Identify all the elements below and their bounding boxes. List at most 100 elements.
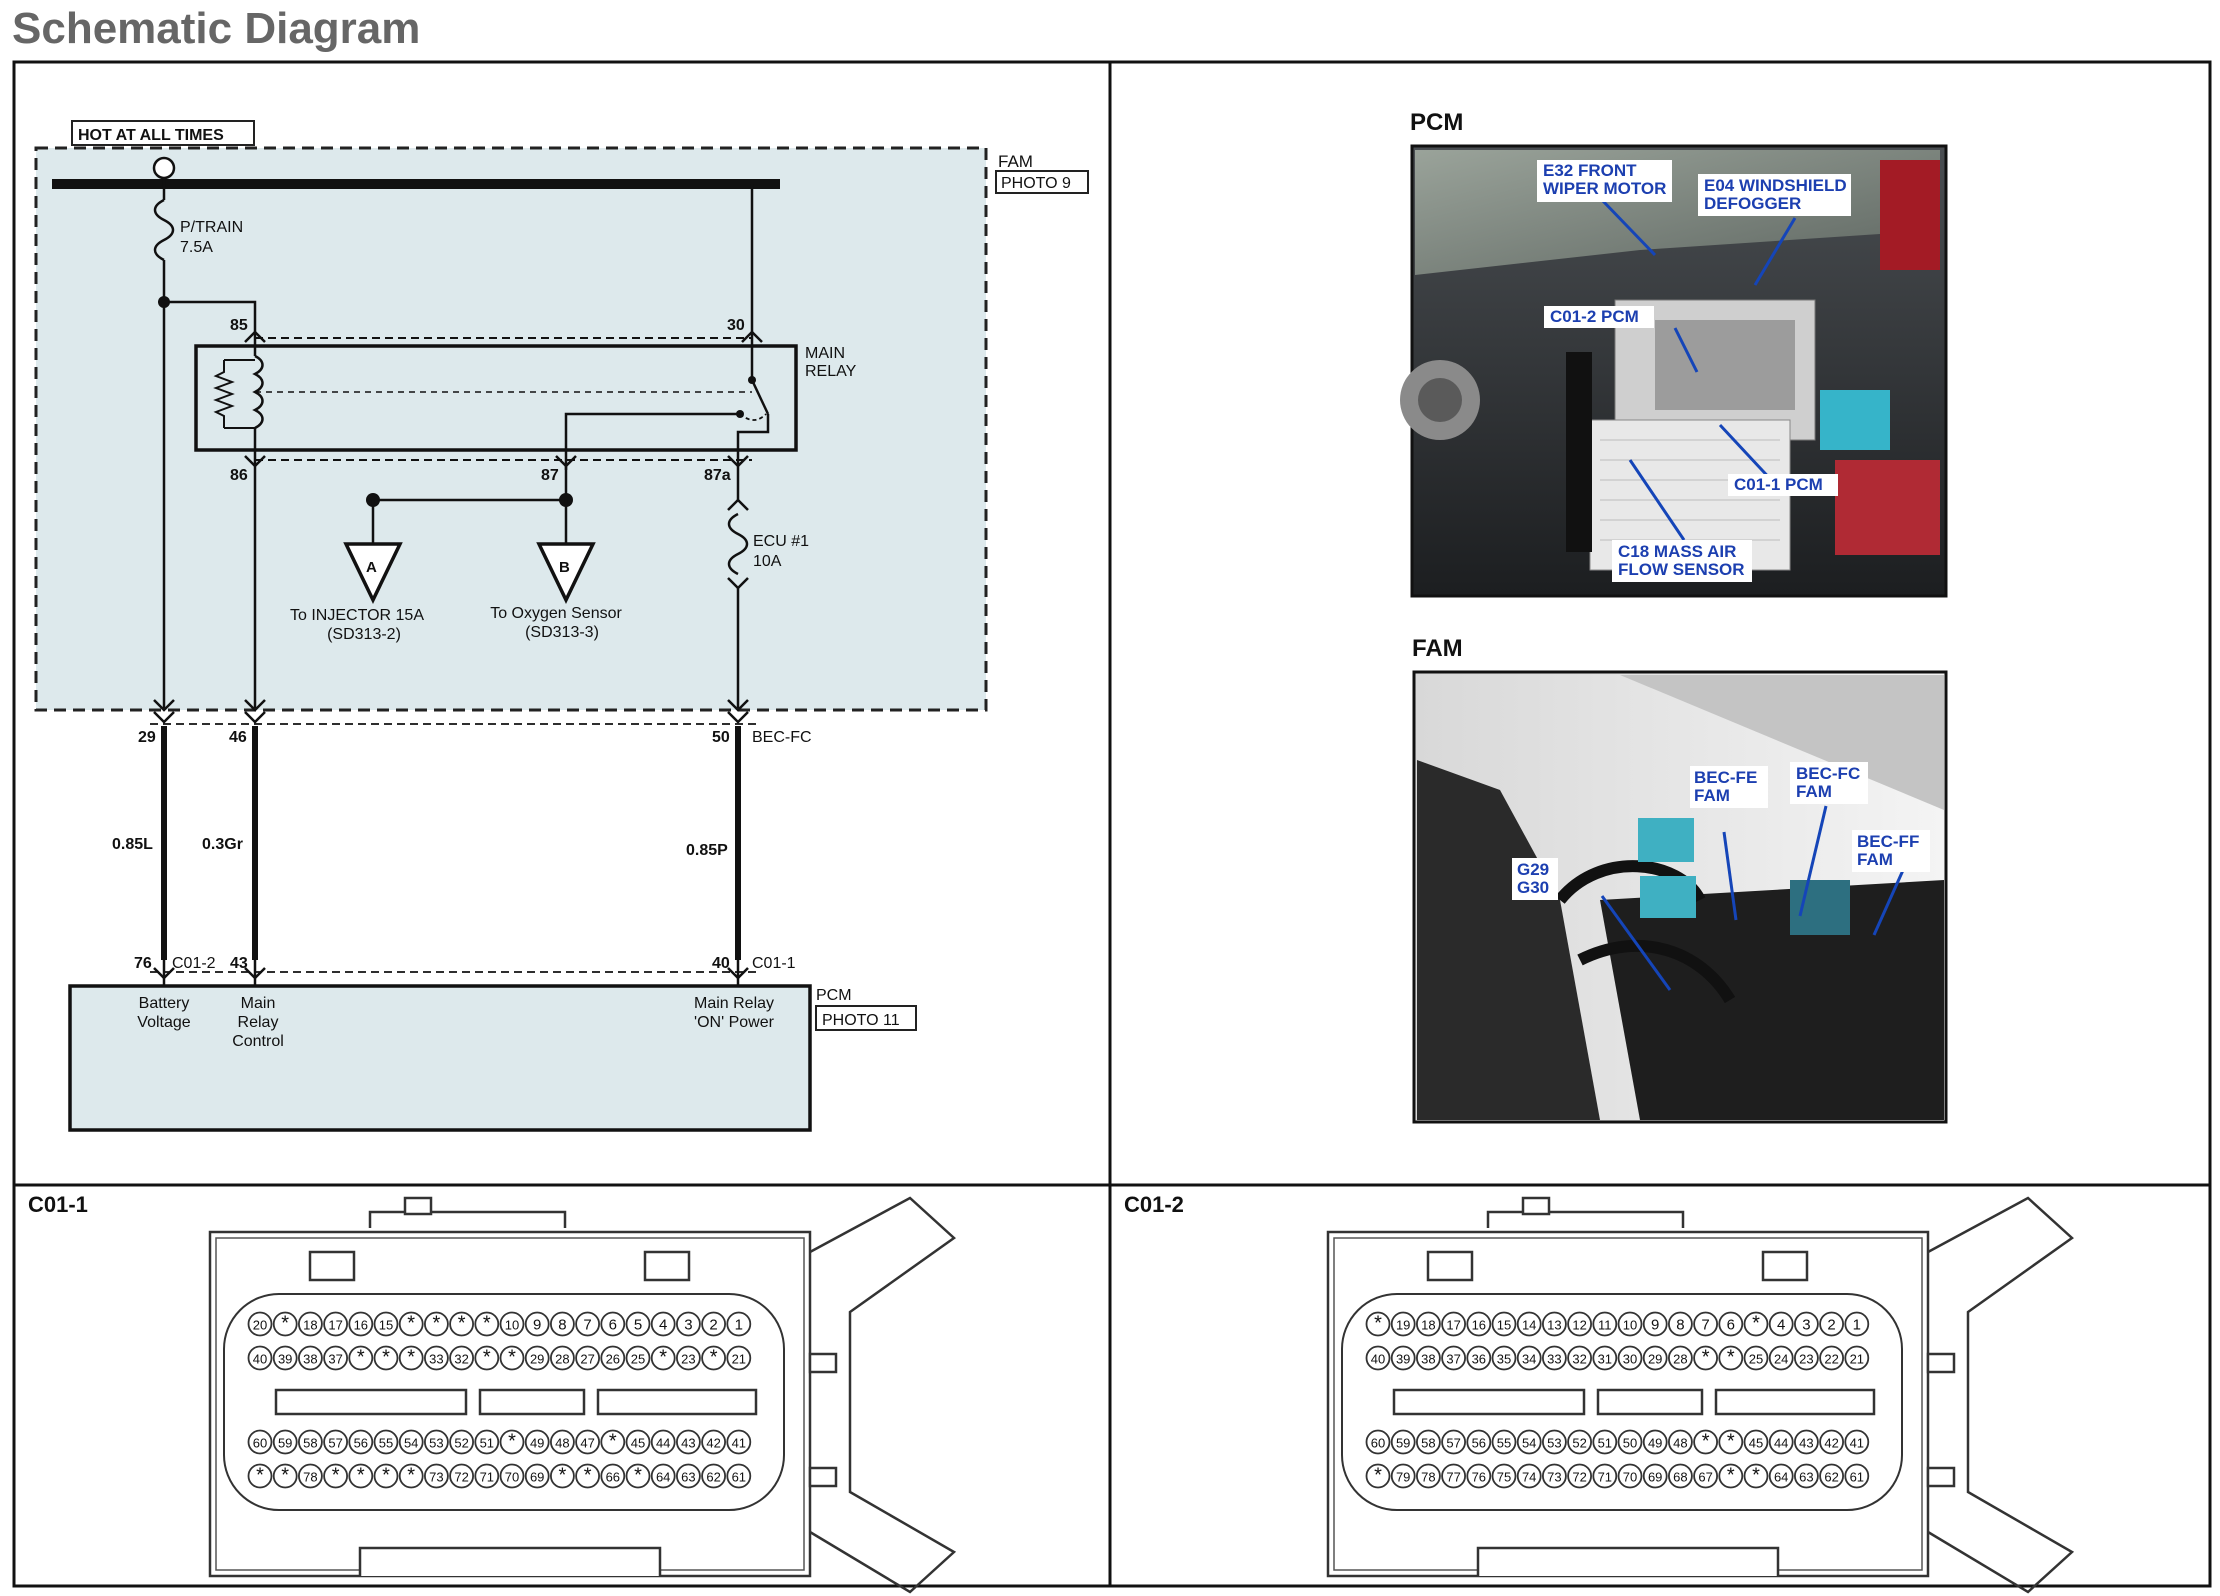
wire-1-label: 0.85L <box>112 836 153 853</box>
main-relay-box <box>194 344 798 452</box>
connector-pin <box>1365 1311 1391 1337</box>
connector-pin-label: 53 <box>429 1436 443 1451</box>
connector-pin <box>701 1429 726 1455</box>
connector-pin-label: * <box>1374 1465 1382 1487</box>
connector-pin <box>1819 1345 1844 1371</box>
connector-pin-label: 41 <box>1850 1436 1864 1451</box>
connector-pin-label: 36 <box>1472 1352 1486 1367</box>
connector-pin <box>575 1311 600 1337</box>
connector-pin <box>550 1429 575 1455</box>
connector-pin <box>1743 1463 1769 1489</box>
connector-pin-label: 32 <box>1572 1352 1586 1367</box>
connector-pin <box>524 1345 550 1371</box>
connector-pin-label: 71 <box>480 1470 494 1485</box>
connector-pin <box>1642 1311 1668 1337</box>
connector-pin-label: 56 <box>1472 1436 1486 1451</box>
connector-pin <box>272 1429 298 1455</box>
connector-pin <box>1844 1311 1870 1337</box>
connector-pin <box>676 1311 701 1337</box>
connector-pin-label: 34 <box>1522 1352 1536 1367</box>
connector-pin-label: 48 <box>555 1436 569 1451</box>
connector-pin-label: 52 <box>1572 1436 1586 1451</box>
connector-pin-label: 41 <box>732 1436 746 1451</box>
fam-box <box>34 146 988 712</box>
connector-pin <box>1642 1463 1668 1489</box>
connector-pin-label: * <box>584 1465 592 1487</box>
connector-pin-label: 37 <box>1446 1352 1460 1367</box>
connector-pin <box>474 1429 500 1455</box>
connector-pin <box>1491 1311 1517 1337</box>
connector-pin-label: 40 <box>1371 1352 1385 1367</box>
connector-pin <box>1718 1463 1744 1489</box>
connector-pin-label: * <box>256 1465 264 1487</box>
connector-pin <box>1794 1345 1819 1371</box>
offpage-b-letter: B <box>559 559 570 576</box>
connector-pin-label: 61 <box>732 1470 746 1485</box>
connector-pin <box>726 1429 752 1455</box>
connector-pin-label: 26 <box>606 1352 620 1367</box>
connector-pin <box>398 1345 424 1371</box>
connector-pin-label: 8 <box>1676 1317 1684 1334</box>
connector-pin <box>600 1345 626 1371</box>
schematic: HOT AT ALL TIMES FAM PHOTO 9 P/TRAIN 7.5… <box>34 120 1089 1132</box>
connector-pin-label: 21 <box>1850 1352 1864 1367</box>
callout-becfe-line1: BEC-FE <box>1694 768 1757 787</box>
connector-pin-label: * <box>710 1347 718 1369</box>
connector-pin-label: 49 <box>1648 1436 1662 1451</box>
offpage-b-line1: To Oxygen Sensor <box>490 605 622 622</box>
relay-pin-86: 86 <box>230 467 248 484</box>
connector-pin-label: * <box>483 1313 491 1335</box>
connector-pin <box>1390 1311 1416 1337</box>
connector-pin <box>1491 1345 1517 1371</box>
connector-pin <box>1668 1429 1693 1455</box>
connector-pin <box>1516 1311 1542 1337</box>
connector-pin-label: 31 <box>1598 1352 1612 1367</box>
pcm-connector-c012: C01-2 <box>172 955 216 972</box>
connector-pin <box>423 1429 449 1455</box>
offpage-connector-b <box>536 542 596 605</box>
connector-pin-label: 28 <box>555 1352 569 1367</box>
connector-pin-label: * <box>281 1313 289 1335</box>
connector-pin <box>373 1463 399 1489</box>
connector-pin <box>650 1311 676 1337</box>
connector-pin <box>297 1311 323 1337</box>
connector-pin-label: 39 <box>278 1352 292 1367</box>
connector-pin <box>1668 1463 1693 1489</box>
connector-pin <box>1466 1463 1492 1489</box>
connector-pin <box>1542 1311 1567 1337</box>
connector-pin-label: 25 <box>631 1352 645 1367</box>
connector-pin <box>1441 1463 1466 1489</box>
connector-pin <box>1794 1311 1819 1337</box>
connector-pin-label: * <box>609 1431 617 1453</box>
connector-pin-label: * <box>659 1347 667 1369</box>
connector-pin-label: * <box>382 1465 390 1487</box>
connector-pin-label: 20 <box>253 1318 267 1333</box>
connector-pin <box>600 1463 626 1489</box>
connector-pin <box>247 1311 273 1337</box>
connector-pin <box>1542 1463 1567 1489</box>
connector-pin <box>524 1463 550 1489</box>
connector-pin <box>348 1463 374 1489</box>
connector-pin-label: 9 <box>533 1317 541 1334</box>
connector-pin-label: 4 <box>659 1317 667 1334</box>
connector-pin <box>575 1345 600 1371</box>
connector-pin <box>1567 1345 1592 1371</box>
connector-pin <box>726 1463 752 1489</box>
connector-pin-label: * <box>407 1465 415 1487</box>
pcm-box <box>68 984 812 1132</box>
connector-pin-label: 70 <box>1623 1470 1637 1485</box>
connector-pin <box>650 1463 676 1489</box>
connector-pin-label: * <box>1752 1313 1760 1335</box>
ptrain-fuse-symbol <box>153 198 175 262</box>
connector-pin <box>1668 1345 1693 1371</box>
connector-pin <box>348 1311 374 1337</box>
connector-pin-label: 67 <box>1698 1470 1712 1485</box>
connector-pin <box>1491 1429 1517 1455</box>
connector-pin <box>625 1429 651 1455</box>
connector-pin-label: 2 <box>1827 1317 1835 1334</box>
connector-c012-label: C01-2 <box>1124 1192 1184 1217</box>
connector-pin-label: 62 <box>706 1470 720 1485</box>
connector-pin-label: 6 <box>1727 1317 1735 1334</box>
connector-pin <box>1491 1463 1517 1489</box>
fam-label: FAM <box>998 152 1033 171</box>
